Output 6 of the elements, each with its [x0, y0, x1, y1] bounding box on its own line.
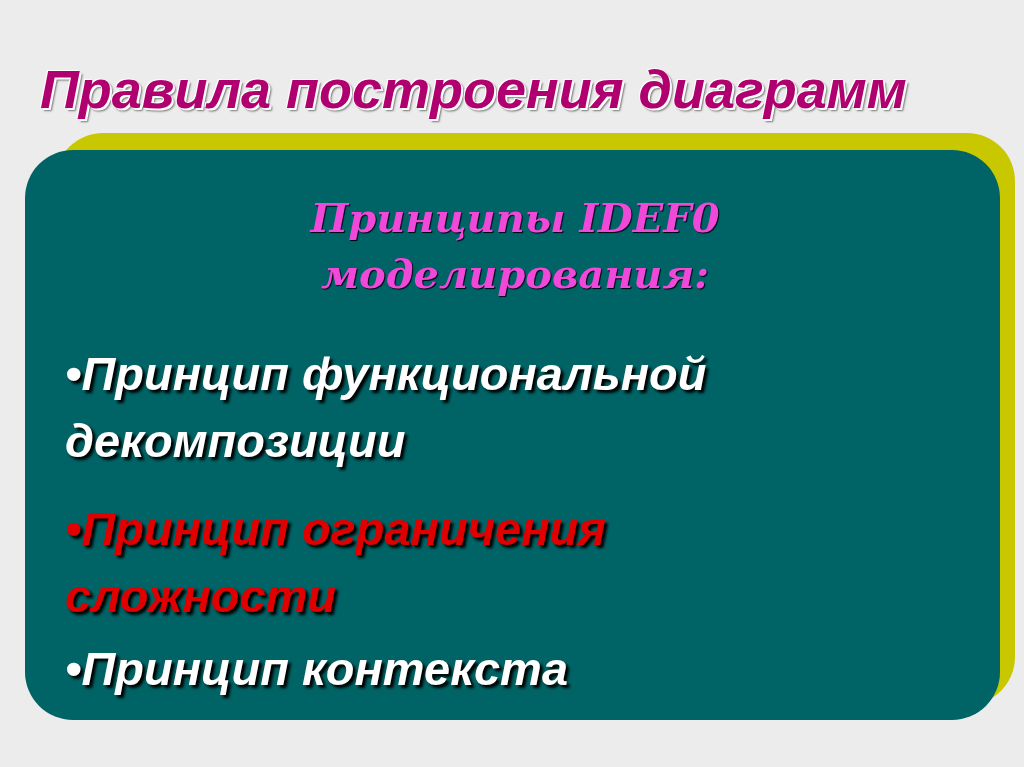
rounded-panel: [25, 150, 1000, 720]
slide-title: Правила построения диаграмм: [40, 58, 908, 120]
bullet-item: •Принцип функциональной декомпозиции: [65, 346, 708, 469]
panel-heading: Принципы IDEF0 моделирования:: [308, 193, 721, 299]
bullet-item: •Принцип ограничения сложности: [65, 501, 607, 624]
bullet-item: •Принцип контекста: [65, 641, 570, 697]
